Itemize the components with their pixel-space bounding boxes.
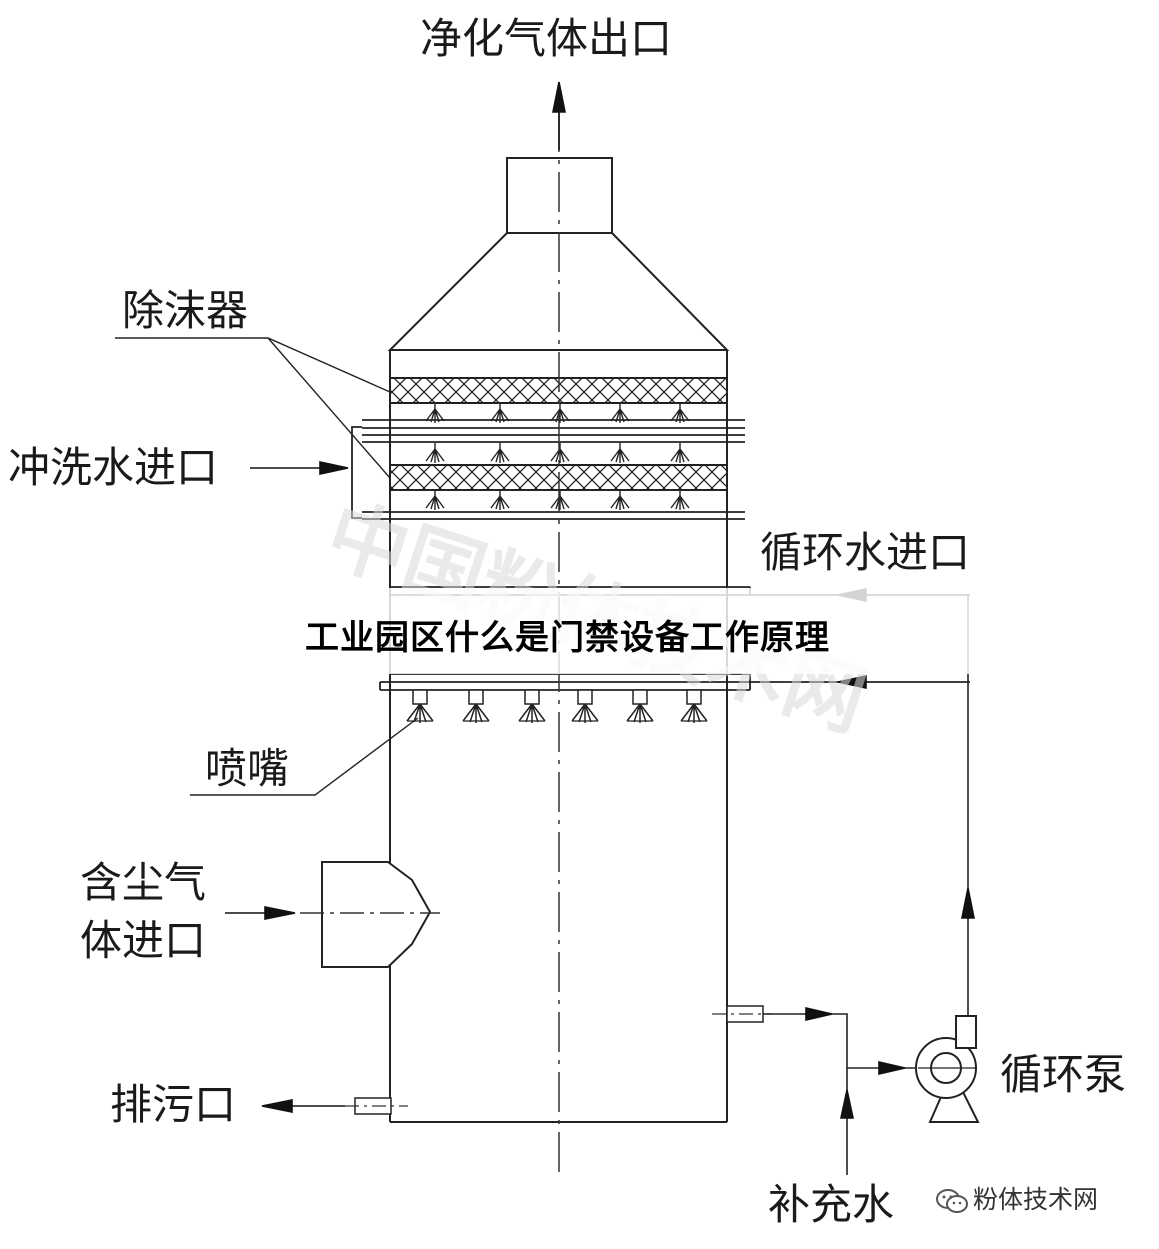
label-circulating-pump: 循环泵 [1000, 1050, 1127, 1099]
nozzle-leader [190, 717, 419, 796]
source-badge-text: 粉体技术网 [973, 1185, 1099, 1214]
caption-text: 工业园区什么是门禁设备工作原理 [305, 618, 830, 658]
demister-leader [115, 337, 391, 393]
source-badge: 粉体技术网 [935, 1180, 1098, 1216]
label-dusty-gas-inlet-2: 体进口 [80, 916, 207, 965]
label-demister: 除沫器 [122, 286, 249, 335]
wash-header-frame [351, 426, 362, 519]
circulating-pump-symbol [915, 1015, 980, 1123]
tower-cone [387, 232, 730, 351]
label-nozzle: 喷嘴 [205, 744, 290, 793]
label-drain-outlet: 排污口 [110, 1080, 237, 1129]
caption-banner: 工业园区什么是门禁设备工作原理 [0, 588, 1159, 674]
wash-sprays [425, 402, 690, 511]
label-wash-water-inlet: 冲洗水进口 [8, 443, 219, 492]
label-clean-gas-outlet: 净化气体出口 [420, 14, 673, 63]
label-circulating-water-inlet: 循环水进口 [760, 528, 971, 577]
main-nozzles [406, 689, 708, 724]
gas-inlet-duct [321, 861, 432, 968]
wechat-icon [936, 1189, 968, 1213]
label-dusty-gas-inlet-1: 含尘气 [80, 858, 207, 907]
label-makeup-water: 补充水 [768, 1180, 895, 1229]
